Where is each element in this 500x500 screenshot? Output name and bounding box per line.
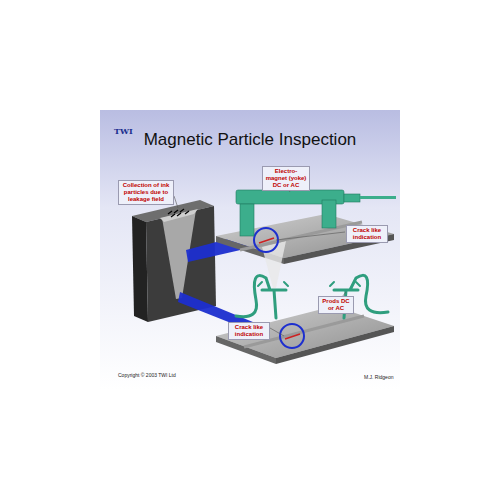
callout-box: Prods DC or AC <box>318 296 354 314</box>
slide-background <box>100 110 400 390</box>
slide-title: Magnetic Particle Inspection <box>100 130 400 150</box>
callout-box: Collection of ink particles due to leaka… <box>118 180 174 205</box>
callout-box: Crack like indication <box>346 225 388 243</box>
prods <box>236 275 388 318</box>
callout-text: Crack like indication <box>231 324 267 338</box>
callout-text: Prods DC or AC <box>321 298 351 312</box>
callout-text: Collection of ink particles due to leaka… <box>121 182 171 203</box>
bottom-plate <box>216 306 394 364</box>
author-note: M.J. Ridgeon <box>364 374 393 380</box>
callout-box: Electro-magnet (yoke) DC or AC <box>262 166 310 191</box>
callout-text: Crack like indication <box>349 227 385 241</box>
callout-box: Crack like indication <box>228 322 270 340</box>
copyright-note: Copyright © 2003 TWI Ltd <box>118 372 176 378</box>
logo: TWI <box>114 126 133 136</box>
callout-text: Electro-magnet (yoke) DC or AC <box>265 168 307 189</box>
